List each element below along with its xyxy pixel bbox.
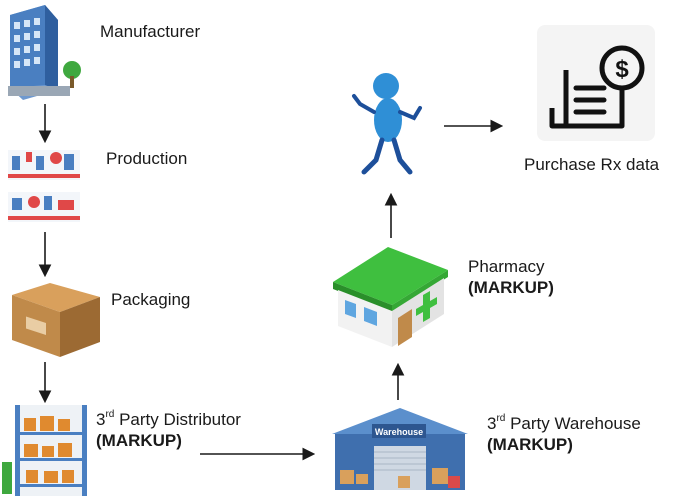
manufacturer-title: Manufacturer	[100, 22, 201, 41]
distributor-shelves-icon	[2, 405, 87, 496]
warehouse-title-text: Party Warehouse	[505, 413, 641, 433]
purchase-rx-title: Purchase Rx data	[524, 155, 660, 174]
distributor-title: 3rd Party Distributor	[96, 409, 241, 429]
manufacturer-building-icon	[8, 5, 81, 100]
packaging-title: Packaging	[111, 290, 191, 309]
dollar-symbol: $	[615, 56, 629, 83]
receipt-dollar-icon: $	[537, 25, 655, 141]
distributor-title-number: 3	[96, 409, 106, 429]
warehouse-label: 3rd Party Warehouse (MARKUP)	[487, 409, 641, 455]
warehouse-markup-tag: (MARKUP)	[487, 434, 573, 454]
production-title: Production	[106, 149, 188, 168]
distributor-label: 3rd Party Distributor (MARKUP)	[96, 405, 241, 451]
manufacturer-label: Manufacturer	[100, 21, 200, 42]
packaging-label: Packaging	[111, 289, 190, 310]
production-line-icon	[8, 150, 80, 222]
distributor-title-text: Party Distributor	[114, 409, 241, 429]
warehouse-building-icon: Warehouse	[332, 408, 468, 490]
pharmacy-markup-tag: (MARKUP)	[468, 278, 554, 297]
warehouse-title: 3rd Party Warehouse	[487, 413, 641, 433]
warehouse-title-ordinal: rd	[496, 413, 506, 424]
flow-arrows	[38, 104, 504, 461]
production-label: Production	[106, 148, 187, 169]
cardboard-box-icon	[12, 283, 100, 357]
pharmacy-label: Pharmacy (MARKUP)	[468, 256, 554, 298]
distributor-title-ordinal: rd	[105, 409, 115, 420]
warehouse-title-number: 3	[487, 413, 497, 433]
purchase-rx-label: Purchase Rx data	[524, 154, 659, 175]
distributor-markup-tag: (MARKUP)	[96, 430, 182, 450]
pharmacy-title: Pharmacy	[468, 257, 545, 276]
pharmacy-building-icon	[333, 247, 448, 347]
warehouse-sign: Warehouse	[375, 427, 423, 437]
person-figure-icon	[352, 73, 422, 175]
